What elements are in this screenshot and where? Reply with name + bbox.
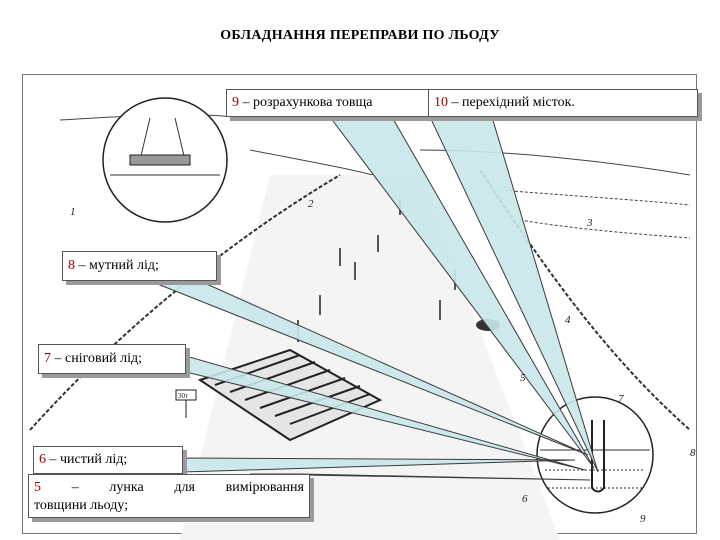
- scene-label-8: 8: [690, 447, 696, 459]
- callout-5-word-4: вимірювання: [225, 480, 304, 495]
- callout-10: 10 – перехідний місток.: [428, 89, 698, 117]
- callout-8: 8 – мутний лід;: [62, 251, 217, 281]
- callout-10-text: – перехідний місток.: [448, 95, 575, 110]
- callout-9-number: 9: [232, 95, 239, 110]
- callout-9-text: – розрахункова товща: [239, 95, 373, 110]
- callout-5-line-2: товщини льоду;: [34, 498, 129, 513]
- scene-label-9: 9: [640, 513, 646, 525]
- callout-6-number: 6: [39, 452, 46, 467]
- scene-label-4: 4: [565, 314, 571, 326]
- callout-9: 9 – розрахункова товща: [226, 89, 436, 117]
- callout-10-number: 10: [434, 95, 448, 110]
- callout-8-arrow: [149, 280, 589, 456]
- scene-label-1: 1: [70, 206, 76, 218]
- callout-5-word-1: –: [71, 480, 79, 495]
- scene-label-7: 7: [618, 393, 624, 405]
- callout-9-arrow: [328, 116, 595, 469]
- callout-5-word-3: для: [174, 480, 195, 495]
- callout-arrows: [149, 116, 599, 481]
- scene-number-labels: 1 2 3 4 5 6 7 8 9 30т: [70, 198, 696, 525]
- scene-label-2: 2: [308, 198, 314, 210]
- callout-7-text: – сніговий лід;: [51, 351, 142, 366]
- callout-7-arrow: [185, 355, 586, 471]
- callout-7: 7 – сніговий лід;: [38, 344, 186, 374]
- callout-5: 5 – лунка для вимірювання товщини льоду;: [28, 474, 310, 518]
- left-snow-bank: [29, 174, 341, 431]
- callout-10-arrow: [429, 116, 599, 473]
- callout-5-line-1: 5 – лунка для вимірювання: [34, 479, 304, 497]
- scene-label-5: 5: [520, 372, 526, 384]
- callout-8-text: – мутний лід;: [75, 258, 159, 273]
- scene-label-6: 6: [522, 493, 528, 505]
- callout-5-word-2: лунка: [109, 480, 144, 495]
- callout-8-number: 8: [68, 258, 75, 273]
- page-title: ОБЛАДНАННЯ ПЕРЕПРАВИ ПО ЛЬОДУ: [220, 28, 500, 43]
- callout-7-number: 7: [44, 351, 51, 366]
- scene-label-30t: 30т: [178, 392, 188, 400]
- road-circle-inset: [102, 97, 228, 223]
- callout-5-number: 5: [34, 480, 41, 495]
- callout-6-arrow: [182, 457, 576, 473]
- callout-6-text: – чистий лід;: [46, 452, 128, 467]
- scene-label-3: 3: [586, 217, 593, 229]
- sign-30t: [175, 389, 197, 418]
- callout-6: 6 – чистий лід;: [33, 446, 183, 474]
